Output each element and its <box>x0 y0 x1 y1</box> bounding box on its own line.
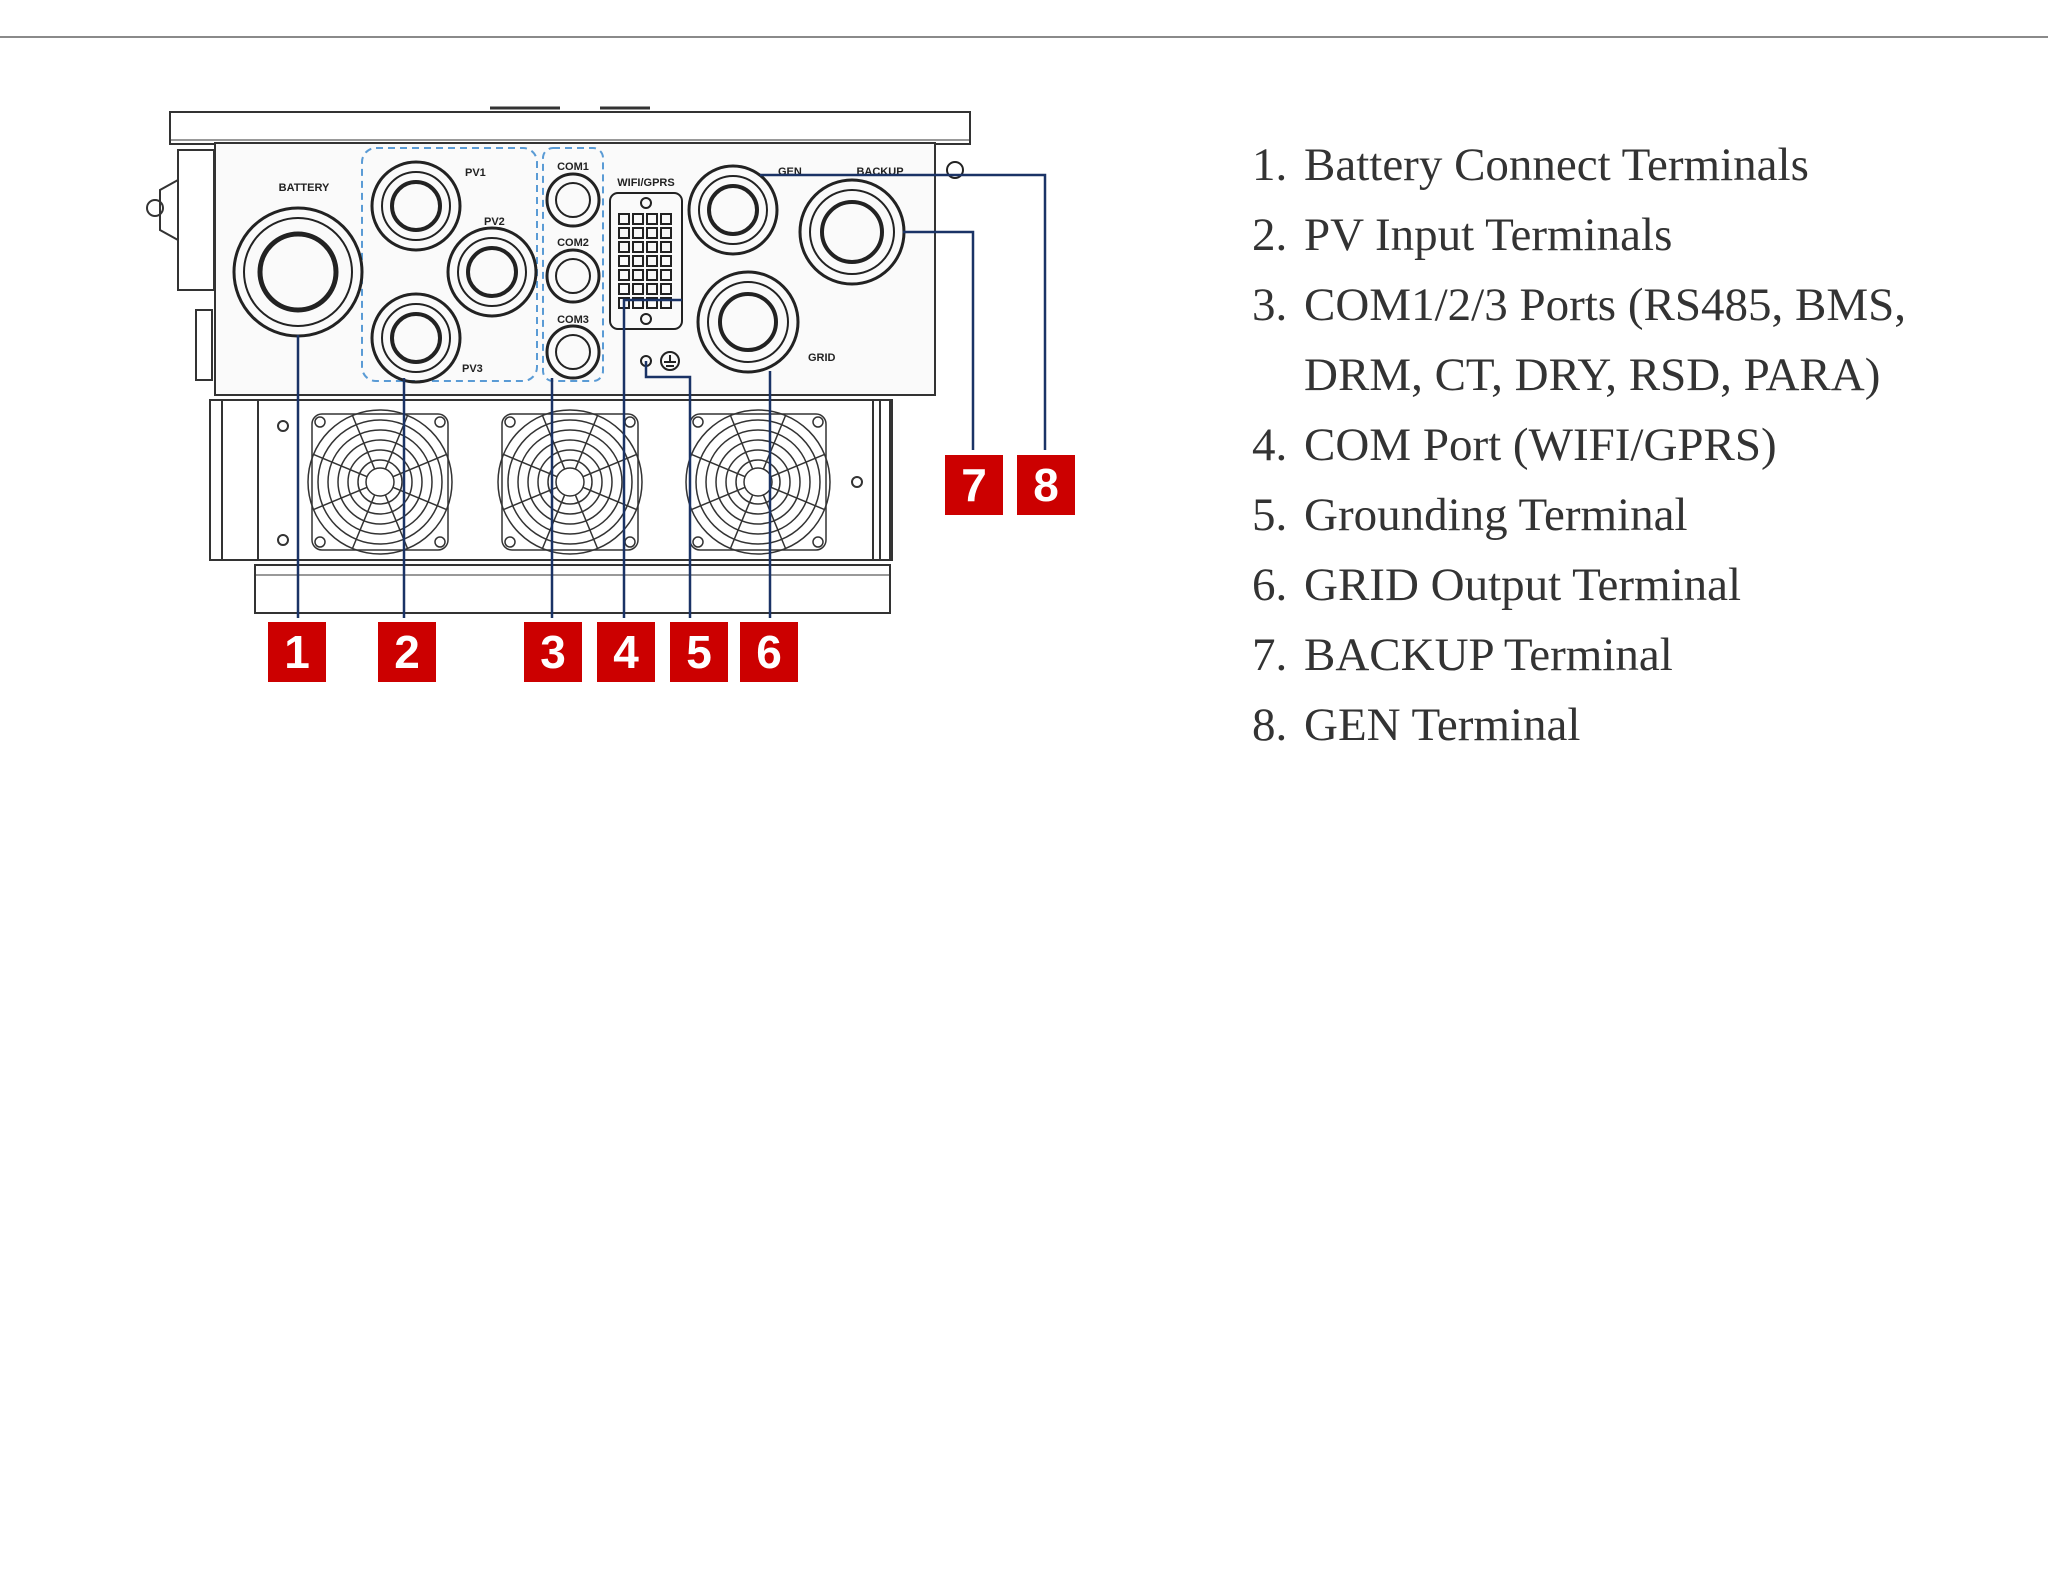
leader-line-5 <box>644 361 692 618</box>
legend-item-2: 2.PV Input Terminals <box>1252 209 1673 261</box>
terminal-legend: 1.Battery Connect Terminals 2.PV Input T… <box>1252 130 2004 760</box>
vent-slot <box>660 255 672 267</box>
legend-item-1: 1.Battery Connect Terminals <box>1252 139 1809 191</box>
com2-label: COM2 <box>557 237 589 249</box>
fan-1 <box>307 409 453 555</box>
side-bracket <box>146 149 215 381</box>
leader-line-4 <box>622 298 682 618</box>
pv3-gland <box>370 292 462 384</box>
com1-port <box>545 172 601 228</box>
inverter-diagram: BATTERY PV1 PV2 PV3 COM1 COM2 COM3 WIFI/… <box>146 106 1075 682</box>
svg-text:5: 5 <box>686 626 712 678</box>
svg-text:8: 8 <box>1033 459 1059 511</box>
badge-8: 8 <box>1017 455 1075 515</box>
cooling-fans <box>307 409 831 555</box>
pv1-label: PV1 <box>465 167 486 179</box>
vent-slot <box>618 213 630 225</box>
vent-slot <box>646 297 658 309</box>
vent-slot <box>646 283 658 295</box>
badges: 1 2 3 4 5 6 7 8 <box>268 455 1075 682</box>
fan-2 <box>497 409 643 555</box>
svg-text:6: 6 <box>756 626 782 678</box>
vent-slot <box>660 283 672 295</box>
badge-7: 7 <box>945 455 1003 515</box>
com2-port <box>545 248 601 304</box>
vent-slot <box>618 283 630 295</box>
pv-group-outline <box>361 147 538 382</box>
svg-text:3: 3 <box>540 626 566 678</box>
svg-text:4: 4 <box>613 626 639 678</box>
legend-item-5: 5.Grounding Terminal <box>1252 489 1688 541</box>
svg-text:1: 1 <box>284 626 310 678</box>
vent-slot <box>632 283 644 295</box>
vent-slot <box>618 227 630 239</box>
vent-slot <box>632 227 644 239</box>
pv2-label: PV2 <box>484 216 505 228</box>
vent-slot <box>632 255 644 267</box>
top-right-screw <box>946 161 964 179</box>
fan-3 <box>685 409 831 555</box>
vent-slot <box>660 269 672 281</box>
wifi-module <box>609 192 683 330</box>
vent-slot <box>646 269 658 281</box>
vent-slot <box>646 255 658 267</box>
fan-tray <box>209 399 893 614</box>
vent-slot <box>632 297 644 309</box>
com3-port <box>545 324 601 380</box>
gen-gland <box>687 164 779 256</box>
svg-text:7: 7 <box>961 459 987 511</box>
grid-label: GRID <box>808 352 836 364</box>
badge-3: 3 <box>524 622 582 682</box>
vent-slot <box>646 227 658 239</box>
leader-lines <box>296 173 1047 618</box>
vent-slot <box>632 213 644 225</box>
vent-slot <box>632 269 644 281</box>
badge-6: 6 <box>740 622 798 682</box>
pv2-gland <box>446 226 538 318</box>
top-rule <box>0 36 2048 38</box>
leader-line-8 <box>760 173 1047 450</box>
legend-item-4: 4.COM Port (WIFI/GPRS) <box>1252 419 1777 471</box>
vent-slot <box>618 269 630 281</box>
inverter-lid <box>169 106 971 145</box>
legend-item-7: 7.BACKUP Terminal <box>1252 629 1673 681</box>
badge-4: 4 <box>597 622 655 682</box>
vent-slot <box>646 241 658 253</box>
com1-label: COM1 <box>557 161 589 173</box>
vent-slot <box>660 227 672 239</box>
vent-slot <box>618 241 630 253</box>
pv3-label: PV3 <box>462 363 483 375</box>
badge-2: 2 <box>378 622 436 682</box>
wifi-label: WIFI/GPRS <box>617 177 674 189</box>
legend-item-6: 6.GRID Output Terminal <box>1252 559 1742 611</box>
badge-5: 5 <box>670 622 728 682</box>
vent-slot <box>632 241 644 253</box>
com3-label: COM3 <box>557 314 589 326</box>
legend-item-3: 3.COM1/2/3 Ports (RS485, BMS, DRM, CT, D… <box>1252 279 1907 401</box>
wifi-vent-grid <box>618 213 672 309</box>
vent-slot <box>660 297 672 309</box>
pv1-gland <box>370 160 462 252</box>
leader-line-7 <box>903 230 975 450</box>
vent-slot <box>618 255 630 267</box>
grid-gland <box>696 270 800 374</box>
badge-1: 1 <box>268 622 326 682</box>
battery-label: BATTERY <box>279 182 330 194</box>
vent-slot <box>660 241 672 253</box>
com-group-outline <box>542 147 604 382</box>
legend-item-8: 8.GEN Terminal <box>1252 699 1581 751</box>
vent-slot <box>646 213 658 225</box>
vent-slot <box>660 213 672 225</box>
svg-text:2: 2 <box>394 626 420 678</box>
